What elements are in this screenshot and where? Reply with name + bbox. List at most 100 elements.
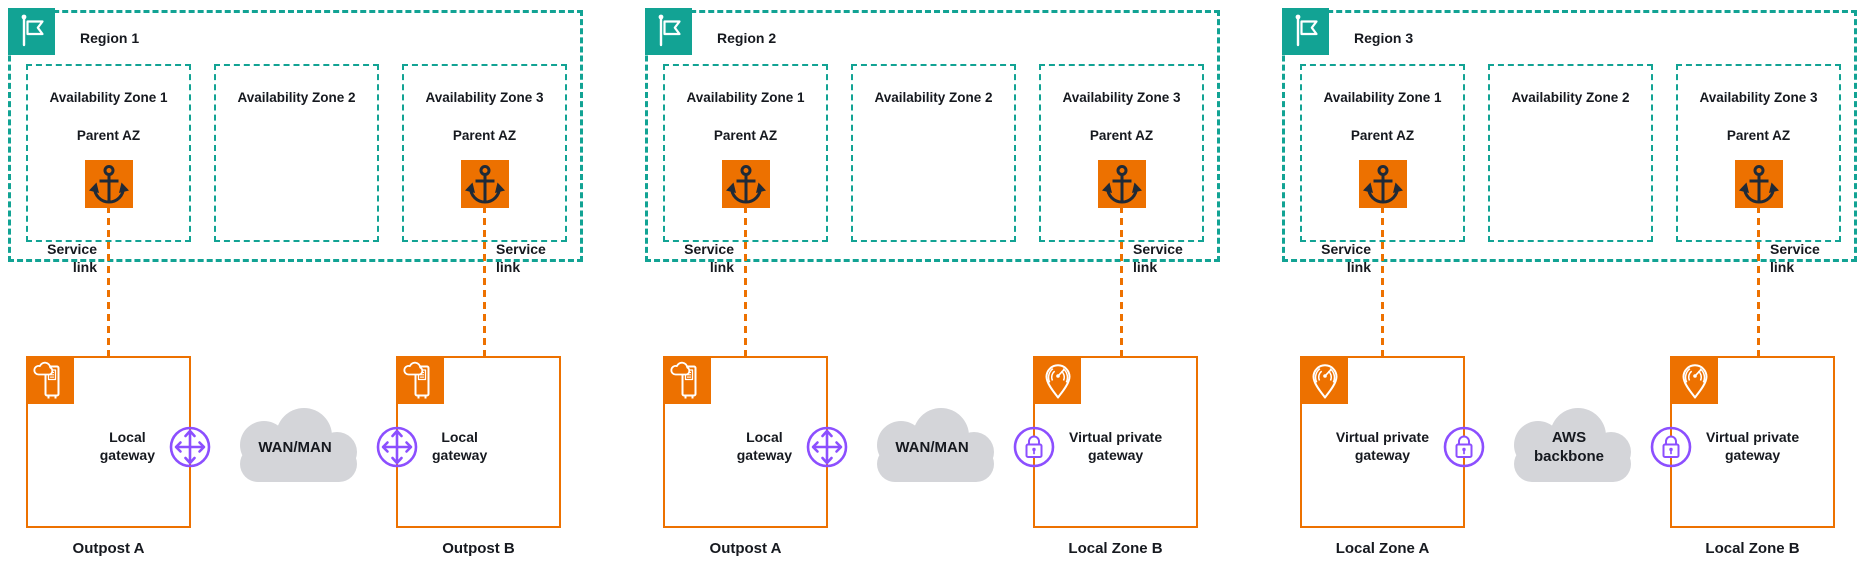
service-link-label-line: link xyxy=(1133,259,1158,275)
availability-zone-box: Availability Zone 3 Parent AZ xyxy=(402,64,567,242)
cloud-shape: WAN/MAN xyxy=(857,404,1007,484)
cloud-label: WAN/MAN xyxy=(220,404,370,484)
gateway-label-line: Local xyxy=(441,429,478,445)
gateway-label-line: gateway xyxy=(736,447,792,463)
gateway-label-line: Local xyxy=(109,429,146,445)
region-flag-icon xyxy=(645,8,692,55)
region-boundary xyxy=(645,10,1220,262)
gateway-label: Virtual private gateway xyxy=(1069,366,1196,526)
availability-zone-label: Availability Zone 3 xyxy=(1699,90,1818,105)
cloud-label-line: AWS xyxy=(1551,429,1587,446)
availability-zone-label: Availability Zone 1 xyxy=(686,90,805,105)
region-group: Region 1 Availability Zone 1 Parent AZ xyxy=(8,8,583,568)
cloud-shape: AWS backbone xyxy=(1494,404,1644,484)
outposts-icon xyxy=(665,358,711,404)
cloud-label-line: WAN/MAN xyxy=(258,438,332,456)
parent-az-label: Parent AZ xyxy=(452,128,517,143)
availability-zone-box: Availability Zone 3 Parent AZ xyxy=(1676,64,1841,242)
virtual-private-gateway-icon xyxy=(1443,426,1485,468)
availability-zone-box: Availability Zone 1 Parent AZ xyxy=(1300,64,1465,242)
parent-az-label: Parent AZ xyxy=(1726,128,1791,143)
region-flag-icon xyxy=(8,8,55,55)
anchor-icon xyxy=(1097,160,1146,208)
gateway-label-line: gateway xyxy=(1724,447,1781,463)
service-link-line xyxy=(1757,206,1760,356)
availability-zone-label: Availability Zone 1 xyxy=(1323,90,1442,105)
gateway-label-line: Local xyxy=(746,429,783,445)
cloud-label-line: backbone xyxy=(1533,448,1605,465)
gateway-label-line: gateway xyxy=(1354,447,1411,463)
availability-zone-label: Availability Zone 2 xyxy=(237,90,356,105)
parent-az-label: Parent AZ xyxy=(713,128,778,143)
gateway-label: Virtual private gateway xyxy=(1302,366,1429,526)
local-zones-icon xyxy=(1035,358,1081,404)
gateway-label-line: Virtual private xyxy=(1069,429,1163,445)
node-caption: Local Zone B xyxy=(1068,540,1163,557)
availability-zone-label: Availability Zone 1 xyxy=(49,90,168,105)
service-link-line xyxy=(1381,206,1384,356)
parent-az-label: Parent AZ xyxy=(76,128,141,143)
region-group: Region 3 Availability Zone 1 Parent AZ xyxy=(1282,8,1857,568)
region-group: Region 2 Availability Zone 1 Parent AZ xyxy=(645,8,1220,568)
anchor-icon xyxy=(84,160,133,208)
region-flag-icon xyxy=(1282,8,1329,55)
node-caption: Outpost A xyxy=(72,540,145,557)
availability-zone-box: Availability Zone 2 xyxy=(1488,64,1653,242)
anchor-icon xyxy=(1734,160,1783,208)
service-link-label-line: link xyxy=(72,259,97,275)
outposts-icon xyxy=(28,358,74,404)
availability-zone-label: Availability Zone 2 xyxy=(1511,90,1630,105)
availability-zone-label: Availability Zone 2 xyxy=(874,90,993,105)
node-caption: Outpost A xyxy=(709,540,782,557)
node-box: Local gateway xyxy=(26,356,211,528)
availability-zone-box: Availability Zone 2 xyxy=(214,64,379,242)
service-link-label-line: Service xyxy=(1770,241,1820,257)
node-caption: Outpost B xyxy=(442,540,515,557)
service-link-label-line: link xyxy=(709,259,734,275)
service-link-label: Service link xyxy=(8,240,97,276)
region-title: Region 3 xyxy=(1354,30,1414,46)
gateway-label: Local gateway xyxy=(432,366,559,526)
node-box: Local gateway xyxy=(663,356,848,528)
service-link-label: Service link xyxy=(1282,240,1371,276)
gateway-label-line: gateway xyxy=(1087,447,1144,463)
service-link-line xyxy=(107,206,110,356)
virtual-private-gateway-icon xyxy=(1650,426,1692,468)
availability-zone-box: Availability Zone 1 Parent AZ xyxy=(26,64,191,242)
local-gateway-icon xyxy=(169,426,211,468)
gateway-label-line: Virtual private xyxy=(1335,429,1429,445)
service-link-label-line: Service xyxy=(1133,241,1183,257)
node-box: Virtual private gateway xyxy=(1650,356,1835,528)
cloud-shape: WAN/MAN xyxy=(220,404,370,484)
anchor-icon xyxy=(1358,160,1407,208)
node-caption: Local Zone B xyxy=(1705,540,1800,557)
local-gateway-icon xyxy=(806,426,848,468)
gateway-label: Virtual private gateway xyxy=(1706,366,1833,526)
service-link-label: Service link xyxy=(496,240,585,276)
cloud-label-line: WAN/MAN xyxy=(895,438,969,456)
service-link-label: Service link xyxy=(1133,240,1222,276)
service-link-line xyxy=(483,206,486,356)
region-title: Region 2 xyxy=(717,30,777,46)
service-link-label-line: Service xyxy=(684,241,734,257)
region-title: Region 1 xyxy=(80,30,140,46)
outposts-icon xyxy=(398,358,444,404)
service-link-label-line: Service xyxy=(1321,241,1371,257)
parent-az-label: Parent AZ xyxy=(1350,128,1415,143)
service-link-label-line: link xyxy=(496,259,521,275)
node-caption: Local Zone A xyxy=(1335,540,1430,557)
local-zones-icon xyxy=(1672,358,1718,404)
gateway-label-line: gateway xyxy=(99,447,155,463)
node-box: Virtual private gateway xyxy=(1013,356,1198,528)
service-link-label-line: Service xyxy=(496,241,546,257)
availability-zone-label: Availability Zone 3 xyxy=(425,90,544,105)
service-link-label-line: Service xyxy=(47,241,97,257)
gateway-label-line: Virtual private xyxy=(1706,429,1800,445)
parent-az-label: Parent AZ xyxy=(1089,128,1154,143)
local-gateway-icon xyxy=(376,426,418,468)
region-boundary xyxy=(1282,10,1857,262)
availability-zone-box: Availability Zone 2 xyxy=(851,64,1016,242)
service-link-label: Service link xyxy=(645,240,734,276)
gateway-label: Local gateway xyxy=(28,366,155,526)
service-link-label-line: link xyxy=(1770,259,1795,275)
